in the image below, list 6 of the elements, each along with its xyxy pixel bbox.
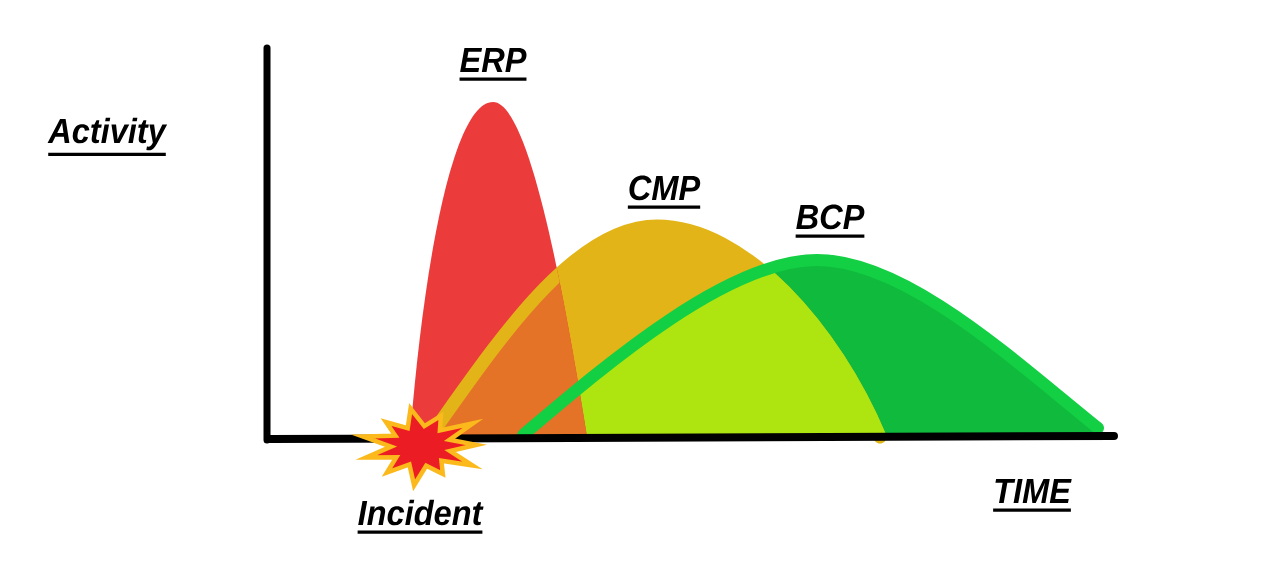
point-label: Incident	[357, 499, 484, 534]
curve-label: ERP	[459, 47, 527, 81]
axis-label: Activity	[47, 117, 168, 156]
curve-label: BCP	[795, 204, 865, 238]
curve-label: CMP	[627, 175, 701, 209]
axis-label: TIME	[993, 478, 1072, 512]
